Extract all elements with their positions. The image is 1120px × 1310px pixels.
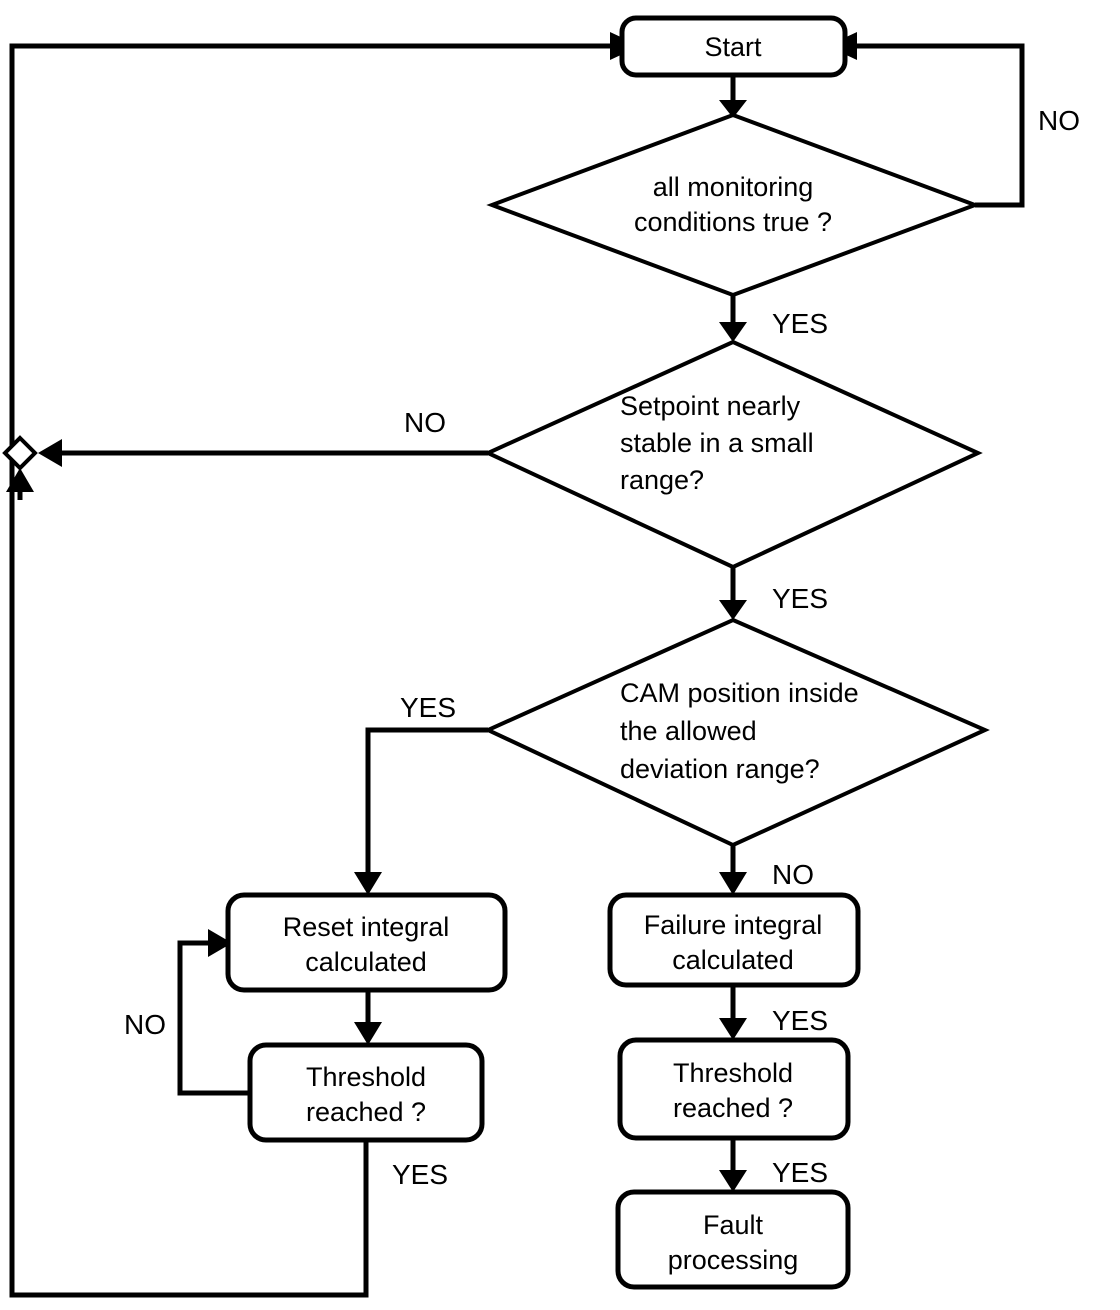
node-decision-cam-line2: the allowed: [620, 716, 757, 746]
node-reset-integral[interactable]: Reset integral calculated: [225, 892, 508, 993]
node-fault-processing-line1: Fault: [703, 1210, 764, 1240]
node-threshold-right-line2: reached ?: [673, 1093, 793, 1123]
arrowhead-to-reset-integral-loop: [208, 929, 232, 957]
node-fault-processing-line2: processing: [668, 1245, 799, 1275]
arrowhead-to-junction-bottom: [6, 468, 34, 492]
node-threshold-left[interactable]: Threshold reached ?: [247, 1042, 485, 1143]
arrowhead-to-threshold-left: [354, 1022, 382, 1045]
node-decision-setpoint-line2: stable in a small: [620, 428, 814, 458]
edge-return-up-to-junction: [6, 468, 34, 500]
node-start[interactable]: Start: [619, 15, 848, 78]
arrowhead-to-setpoint: [719, 322, 747, 342]
edge-label-cam-yes: YES: [400, 692, 456, 723]
node-decision-setpoint[interactable]: Setpoint nearly stable in a small range?: [483, 339, 983, 570]
node-decision-setpoint-line1: Setpoint nearly: [620, 391, 801, 421]
edge-label-monitoring-no: NO: [1038, 105, 1080, 136]
edge-label-failure-integral-yes: YES: [772, 1005, 828, 1036]
node-decision-setpoint-line3: range?: [620, 465, 704, 495]
node-decision-monitoring-line2: conditions true ?: [634, 207, 832, 237]
node-threshold-left-line2: reached ?: [306, 1097, 426, 1127]
edge-label-monitoring-yes: YES: [772, 308, 828, 339]
node-threshold-left-line1: Threshold: [306, 1062, 426, 1092]
node-decision-monitoring[interactable]: all monitoring conditions true ?: [486, 112, 981, 298]
edge-label-threshold-left-no: NO: [124, 1009, 166, 1040]
arrowhead-to-fault-processing: [719, 1170, 747, 1192]
edge-label-threshold-right-yes: YES: [772, 1157, 828, 1188]
edge-failure-integral-to-threshold-right: [719, 985, 747, 1040]
edge-monitoring-yes-to-setpoint: [719, 295, 747, 342]
arrowhead-to-cam: [719, 600, 747, 620]
node-start-label: Start: [704, 32, 762, 62]
node-threshold-right[interactable]: Threshold reached ?: [617, 1037, 851, 1141]
arrowhead-to-failure-integral: [719, 872, 747, 895]
node-failure-integral[interactable]: Failure integral calculated: [607, 892, 861, 988]
edge-label-threshold-left-yes: YES: [392, 1159, 448, 1190]
node-failure-integral-line1: Failure integral: [644, 910, 823, 940]
arrowhead-to-reset-integral: [354, 872, 382, 895]
arrowhead-to-junction-left: [38, 439, 62, 467]
edge-label-cam-no: NO: [772, 859, 814, 890]
node-threshold-right-line1: Threshold: [673, 1058, 793, 1088]
edge-label-setpoint-yes: YES: [772, 583, 828, 614]
node-decision-monitoring-line1: all monitoring: [653, 172, 814, 202]
node-decision-cam-line1: CAM position inside: [620, 678, 859, 708]
edge-cam-no-to-failure-integral: [719, 845, 747, 895]
edge-threshold-right-to-fault-processing: [719, 1138, 747, 1192]
node-decision-cam-line3: deviation range?: [620, 754, 820, 784]
edge-start-to-monitoring: [719, 75, 747, 118]
edge-setpoint-yes-to-cam: [719, 567, 747, 620]
edge-threshold-left-no-to-reset-integral: [177, 929, 250, 1096]
node-failure-integral-line2: calculated: [672, 945, 794, 975]
edge-reset-integral-to-threshold-left: [354, 990, 382, 1045]
arrowhead-to-threshold-right: [719, 1018, 747, 1040]
node-fault-processing[interactable]: Fault processing: [615, 1189, 851, 1290]
edge-setpoint-no-to-junction: [38, 439, 488, 467]
node-reset-integral-line2: calculated: [305, 947, 427, 977]
node-decision-cam[interactable]: CAM position inside the allowed deviatio…: [483, 617, 990, 848]
node-reset-integral-line1: Reset integral: [283, 912, 450, 942]
edge-cam-yes-to-reset-integral: [354, 727, 488, 895]
edge-label-setpoint-no: NO: [404, 407, 446, 438]
node-junction[interactable]: [2, 435, 38, 471]
arrowhead-to-monitoring: [719, 100, 747, 118]
